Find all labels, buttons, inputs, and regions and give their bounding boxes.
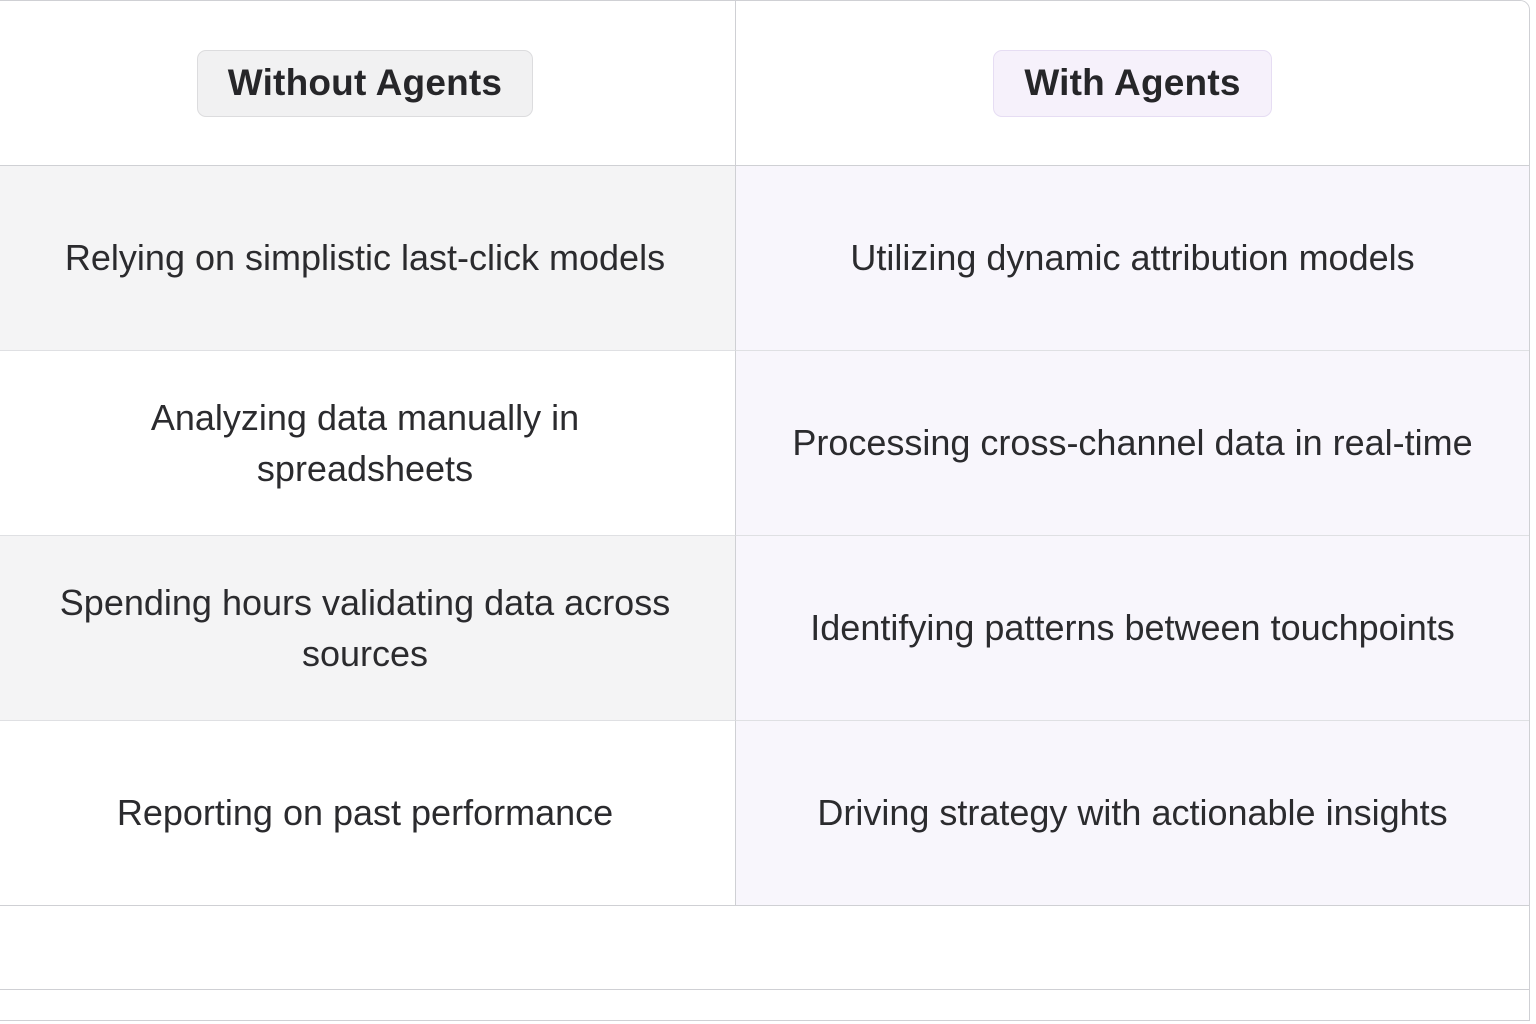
table-row: Identifying patterns between touchpoints xyxy=(736,536,1529,721)
table-row: Analyzing data manually in spreadsheets xyxy=(0,351,736,536)
cell-with-agents-2: Processing cross-channel data in real-ti… xyxy=(792,422,1473,464)
table-row: Utilizing dynamic attribution models xyxy=(736,166,1529,351)
table-header-cell-without-agents: Without Agents xyxy=(0,1,736,166)
table-footer-row xyxy=(0,906,1529,990)
header-badge-with-agents: With Agents xyxy=(993,49,1272,117)
cell-without-agents-2: Analyzing data manually in spreadsheets xyxy=(150,396,580,489)
table-row: Driving strategy with actionable insight… xyxy=(736,721,1529,906)
cell-without-agents-4: Reporting on past performance xyxy=(116,792,614,834)
cell-with-agents-3: Identifying patterns between touchpoints xyxy=(810,607,1455,649)
table-row: Reporting on past performance xyxy=(0,721,736,906)
table-grid: Without Agents With Agents Relying on si… xyxy=(0,1,1529,990)
table-row: Relying on simplistic last-click models xyxy=(0,166,736,351)
table-row: Processing cross-channel data in real-ti… xyxy=(736,351,1529,536)
cell-with-agents-4: Driving strategy with actionable insight… xyxy=(817,792,1448,834)
header-badge-without-agents: Without Agents xyxy=(196,49,534,117)
table-row: Spending hours validating data across so… xyxy=(0,536,736,721)
cell-without-agents-3: Spending hours validating data across so… xyxy=(59,581,671,674)
cell-with-agents-1: Utilizing dynamic attribution models xyxy=(850,237,1415,279)
table-header-cell-with-agents: With Agents xyxy=(736,1,1529,166)
cell-without-agents-1: Relying on simplistic last-click models xyxy=(64,237,666,279)
